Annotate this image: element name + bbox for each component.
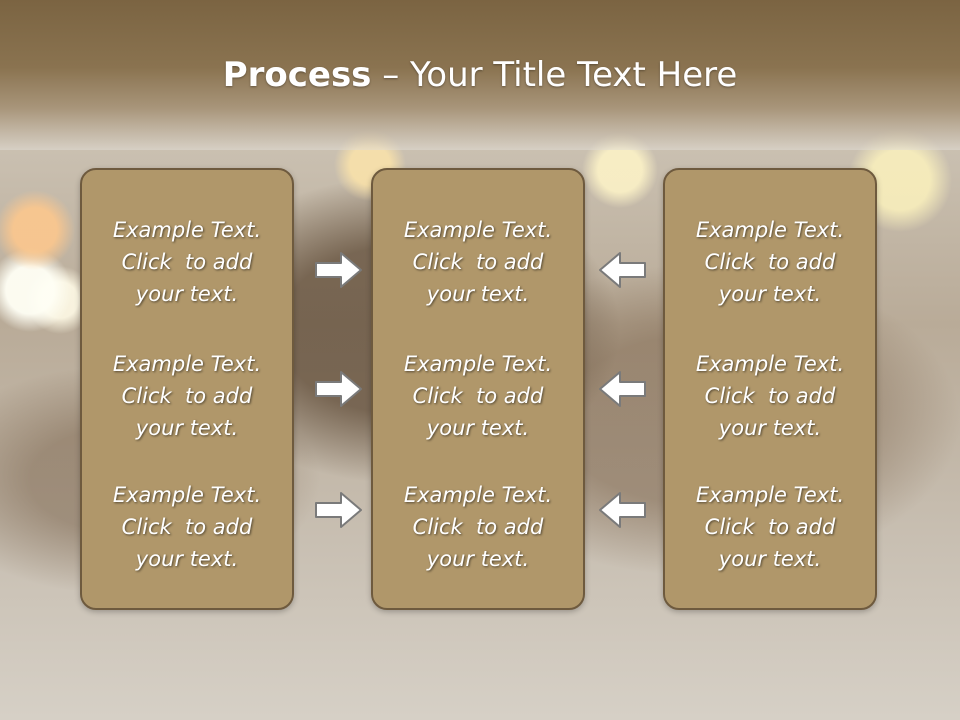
left-arrow-icon: [599, 492, 646, 528]
text-line: Example Text.: [695, 218, 845, 242]
text-line: Click to add: [704, 250, 836, 274]
text-line: Click to add: [412, 250, 544, 274]
text-line: Click to add: [121, 515, 253, 539]
process-panel-left[interactable]: Example Text. Click to add your text. Ex…: [80, 168, 294, 610]
text-line: Click to add: [412, 515, 544, 539]
text-line: Example Text.: [403, 218, 553, 242]
process-panel-right[interactable]: Example Text. Click to add your text. Ex…: [663, 168, 877, 610]
right-arrow-icon: [315, 371, 362, 407]
panel-text[interactable]: Example Text. Click to add your text.: [373, 214, 583, 310]
panel-text[interactable]: Example Text. Click to add your text.: [665, 214, 875, 310]
text-line: Example Text.: [112, 352, 262, 376]
text-line: your text.: [426, 416, 530, 440]
panel-text[interactable]: Example Text. Click to add your text.: [665, 348, 875, 444]
left-arrow-icon: [599, 252, 646, 288]
title-bold: Process: [222, 55, 372, 95]
process-panel-center[interactable]: Example Text. Click to add your text. Ex…: [371, 168, 585, 610]
panel-text[interactable]: Example Text. Click to add your text.: [82, 479, 292, 575]
panel-text[interactable]: Example Text. Click to add your text.: [82, 214, 292, 310]
title-rest: – Your Title Text Here: [371, 55, 738, 95]
text-line: your text.: [718, 547, 822, 571]
text-line: Click to add: [704, 515, 836, 539]
text-line: your text.: [718, 282, 822, 306]
text-line: Example Text.: [403, 352, 553, 376]
text-line: Example Text.: [112, 483, 262, 507]
text-line: Example Text.: [695, 352, 845, 376]
text-line: Click to add: [121, 250, 253, 274]
text-line: Click to add: [121, 384, 253, 408]
right-arrow-icon: [315, 252, 362, 288]
text-line: Click to add: [704, 384, 836, 408]
slide-title[interactable]: Process – Your Title Text Here: [0, 52, 960, 98]
text-line: Example Text.: [695, 483, 845, 507]
panel-text[interactable]: Example Text. Click to add your text.: [82, 348, 292, 444]
panel-text[interactable]: Example Text. Click to add your text.: [665, 479, 875, 575]
left-arrow-icon: [599, 371, 646, 407]
text-line: your text.: [718, 416, 822, 440]
text-line: your text.: [135, 547, 239, 571]
text-line: your text.: [426, 547, 530, 571]
right-arrow-icon: [315, 492, 362, 528]
text-line: your text.: [135, 416, 239, 440]
text-line: Click to add: [412, 384, 544, 408]
text-line: your text.: [135, 282, 239, 306]
text-line: Example Text.: [403, 483, 553, 507]
title-bar: [0, 0, 960, 150]
panel-text[interactable]: Example Text. Click to add your text.: [373, 479, 583, 575]
text-line: your text.: [426, 282, 530, 306]
text-line: Example Text.: [112, 218, 262, 242]
panel-text[interactable]: Example Text. Click to add your text.: [373, 348, 583, 444]
